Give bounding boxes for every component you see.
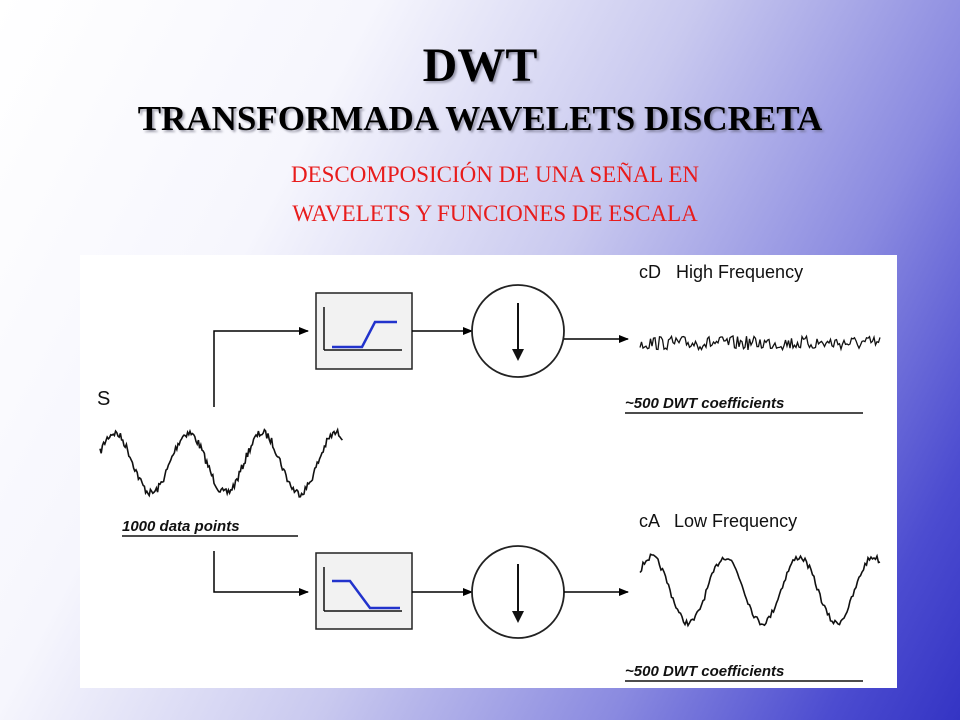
- approx-coefficients-waveform: [639, 553, 881, 628]
- signal-caption: 1000 data points: [122, 518, 240, 535]
- description-line-2: WAVELETS Y FUNCIONES DE ESCALA: [292, 201, 698, 226]
- slide-subtitle: TRANSFORMADA WAVELETS DISCRETA: [137, 99, 823, 138]
- high-branch-arrow: [213, 327, 309, 407]
- signal-label: S: [97, 388, 110, 410]
- slide-title: DWT: [422, 39, 538, 92]
- dwt-diagram: S 1000 data points cD High Frequency ~50…: [80, 255, 897, 688]
- approx-caption: ~500 DWT coefficients: [625, 663, 784, 680]
- detail-label: cD High Frequency: [639, 262, 803, 282]
- detail-coefficients-waveform: [639, 334, 881, 352]
- high-pass-response: [332, 320, 397, 349]
- detail-caption: ~500 DWT coefficients: [625, 395, 784, 412]
- high-pass-filter-box: [315, 292, 413, 370]
- low-branch-arrow: [213, 551, 309, 596]
- approx-label: cA Low Frequency: [639, 511, 797, 531]
- dwt-diagram-canvas: S 1000 data points cD High Frequency ~50…: [97, 262, 881, 682]
- low-pass-response: [332, 579, 400, 610]
- input-signal-waveform: [99, 427, 343, 498]
- description-line-1: DESCOMPOSICIÓN DE UNA SEÑAL EN: [290, 162, 700, 187]
- downsample-low-circle: [471, 545, 565, 639]
- low-pass-filter-box: [315, 552, 413, 630]
- downsample-high-circle: [471, 284, 565, 378]
